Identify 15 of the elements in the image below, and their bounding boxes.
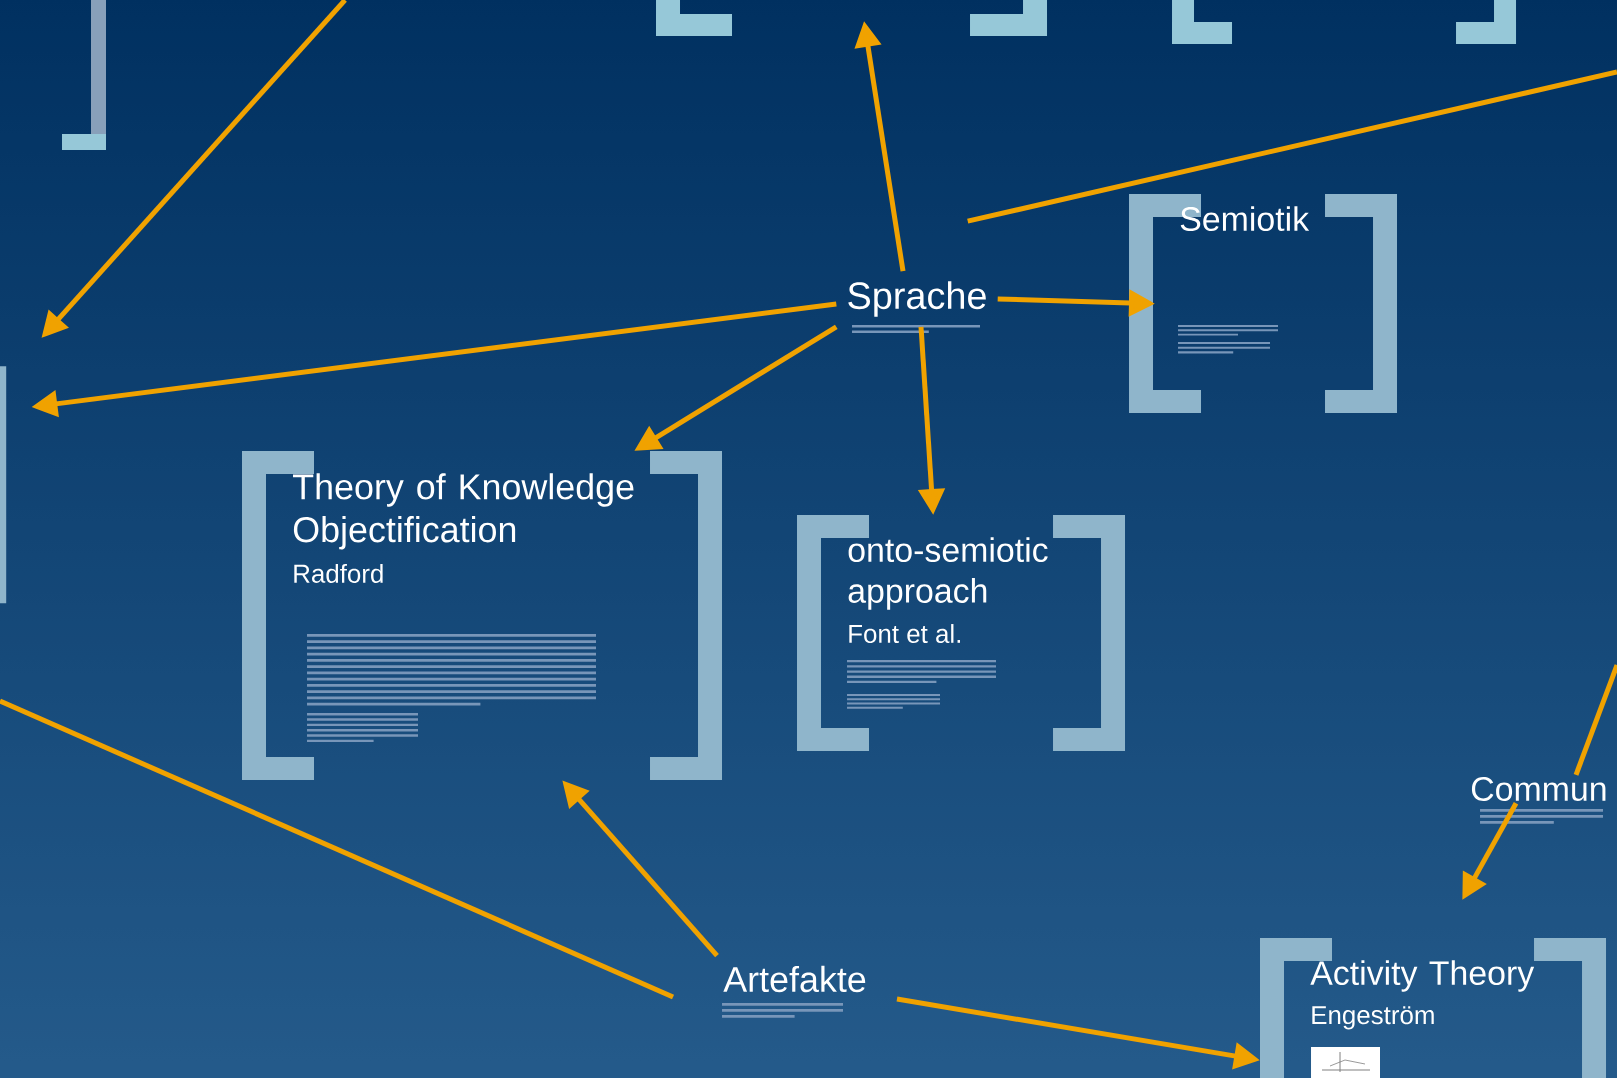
bracket-box [242,451,722,780]
box-title: Activity Theory [1310,960,1535,992]
box-title: onto-semiotic approach [848,537,1048,610]
author-name: Radford [294,563,383,583]
author-name: Engeström [1312,1006,1434,1030]
bracket-box [1129,194,1397,413]
node-label: Artefakte [723,965,866,993]
node-label: Commun [1471,777,1606,801]
node-label: Sprache [848,281,986,317]
bracket-bar [0,366,7,604]
author-name: Font et al. [849,624,960,644]
box-title: Semiotik [1180,206,1310,232]
bracket-box [797,515,1125,751]
bracket-box [1260,938,1606,1078]
box-title: Theory of Knowledge Objectification [293,473,634,550]
